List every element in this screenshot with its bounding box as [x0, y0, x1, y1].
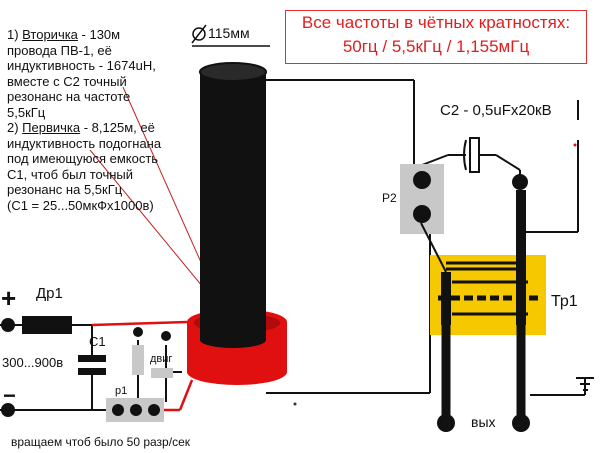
frequency-line-1: Все частоты в чётных кратностях:: [301, 13, 571, 32]
note-primary-line: (С1 = 25...50мкФх1000в): [7, 197, 154, 213]
output-label: вых: [471, 414, 496, 430]
c2-terminal-right: [512, 174, 528, 190]
note-primary-line: резонанс на 5,5кГц: [7, 182, 123, 197]
capacitor-c1: [78, 355, 106, 375]
diameter-marker: [191, 24, 270, 47]
notes-block: 1) Вторичка - 130м провода ПВ-1, её инду…: [7, 27, 161, 213]
note-primary-line: под имеющуюся емкость: [7, 151, 159, 166]
note-secondary-line: 5,5кГц: [7, 104, 46, 120]
note-secondary-line-1: 1) Вторичка - 130м: [7, 27, 121, 42]
input-terminal-plus: [1, 318, 15, 332]
note-secondary-line: провода ПВ-1, её: [7, 42, 112, 58]
output-terminal-right: [512, 414, 530, 432]
note-secondary-line: индуктивность - 1674uH,: [7, 58, 156, 73]
output-terminal-left: [437, 414, 455, 432]
rotation-note: вращаем чтоб было 50 разр/сек: [11, 435, 190, 449]
note-primary-line-1: 2) Первичка - 8,125м, её: [7, 120, 155, 135]
note-secondary-line: вместе с С2 точный: [7, 73, 127, 89]
note-secondary-head: Вторичка: [22, 27, 78, 42]
spark-gap-p2: [400, 164, 444, 234]
input-terminal-minus: [1, 403, 15, 417]
c2-label: С2 - 0,5uFx20кВ: [440, 102, 552, 119]
frequency-line-2: 50гц / 5,5кГц / 1,155мГц: [342, 37, 530, 56]
dr1-label: Др1: [36, 285, 63, 302]
note-primary-line: индуктивность подогнана: [7, 135, 162, 151]
tesla-coil: [187, 62, 287, 385]
frequency-box: [285, 10, 587, 64]
motor-label: двиг: [150, 353, 173, 365]
note-primary-head: Первичка: [22, 120, 81, 135]
note-secondary-line: резонанс на частоте: [7, 89, 131, 104]
minus-label: −: [3, 383, 16, 408]
p1-label: р1: [115, 385, 128, 397]
p2-label: Р2: [382, 191, 397, 205]
plus-label: +: [1, 283, 17, 313]
c1-label: С1: [89, 334, 106, 349]
voltage-label: 300...900в: [2, 355, 64, 370]
tr1-label: Тр1: [551, 293, 578, 310]
motor-assembly: [132, 327, 173, 378]
secondary-coil-top: [199, 62, 267, 82]
secondary-coil: [200, 72, 266, 340]
rotary-gap-p1: [106, 398, 164, 422]
ground-icon: [576, 377, 594, 395]
capacitor-c2: [448, 137, 496, 173]
choke-dr1: [22, 316, 72, 334]
transformer-tr1: [420, 190, 546, 420]
diameter-label: 115мм: [208, 25, 250, 41]
note-primary-line: С1, чтоб был точный: [7, 166, 134, 182]
